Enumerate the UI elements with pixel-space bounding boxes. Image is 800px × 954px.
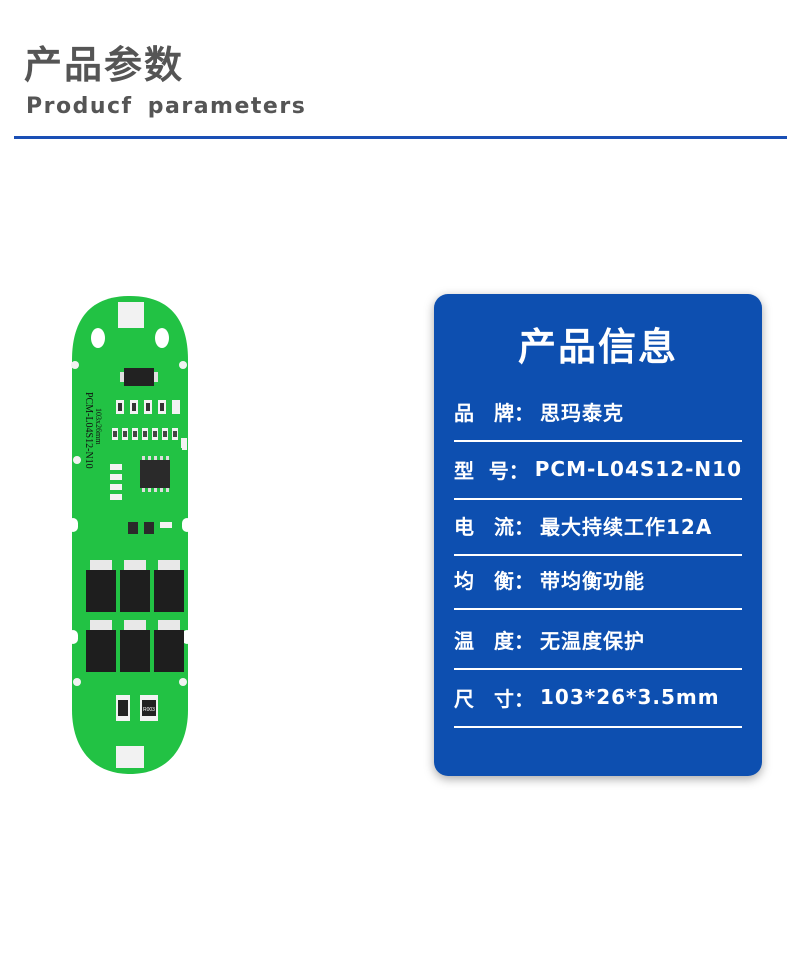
model-label-b: 号	[488, 458, 509, 483]
info-row-temperature: 温度 ： 无温度保护	[454, 610, 742, 670]
resistor-code-label: R003	[143, 707, 155, 713]
temperature-label-b: 度	[494, 628, 514, 653]
temperature-value: 无温度保护	[540, 628, 645, 653]
size-label-a: 尺	[454, 686, 474, 711]
current-label-b: 流	[494, 514, 514, 539]
balance-value: 带均衡功能	[540, 568, 645, 593]
info-row-brand: 品牌 ： 思玛泰克	[454, 382, 742, 442]
current-colon: ：	[514, 514, 534, 539]
info-row-balance: 均衡 ： 带均衡功能	[454, 550, 742, 610]
balance-label-a: 均	[454, 568, 474, 593]
product-info-card: 产品信息 品牌 ： 思玛泰克 型号 ： PCM-L04S12-N10 电流 ： …	[434, 294, 762, 776]
size-label-b: 寸	[494, 686, 514, 711]
brand-colon: ：	[514, 400, 534, 425]
info-row-current: 电流 ： 最大持续工作12A	[454, 496, 742, 556]
page-title-en: Producf parameters	[26, 94, 307, 119]
current-label-a: 电	[454, 514, 474, 539]
temperature-label-a: 温	[454, 628, 474, 653]
brand-label-b: 牌	[494, 400, 514, 425]
balance-colon: ：	[514, 568, 534, 593]
brand-label-a: 品	[454, 400, 474, 425]
brand-value: 思玛泰克	[540, 400, 624, 425]
model-value: PCM-L04S12-N10	[534, 457, 742, 481]
model-colon: ：	[508, 458, 529, 483]
pcb-silk-size: 103x26mm	[94, 408, 103, 445]
pcb-silk-model: PCM-L04S12-N10	[83, 392, 94, 469]
model-label-a: 型	[454, 458, 474, 483]
size-value: 103*26*3.5mm	[540, 685, 720, 709]
card-title: 产品信息	[517, 325, 678, 369]
temperature-colon: ：	[514, 628, 534, 653]
pcb-board-image: PCM-L04S12-N10 103x26mm	[60, 290, 200, 780]
header-divider	[14, 136, 787, 139]
info-row-model: 型号 ： PCM-L04S12-N10	[454, 440, 742, 500]
page-title-cn: 产品参数	[24, 43, 185, 87]
current-value: 最大持续工作12A	[540, 514, 713, 539]
balance-label-b: 衡	[494, 568, 514, 593]
size-colon: ：	[514, 686, 534, 711]
info-row-size: 尺寸 ： 103*26*3.5mm	[454, 668, 742, 728]
